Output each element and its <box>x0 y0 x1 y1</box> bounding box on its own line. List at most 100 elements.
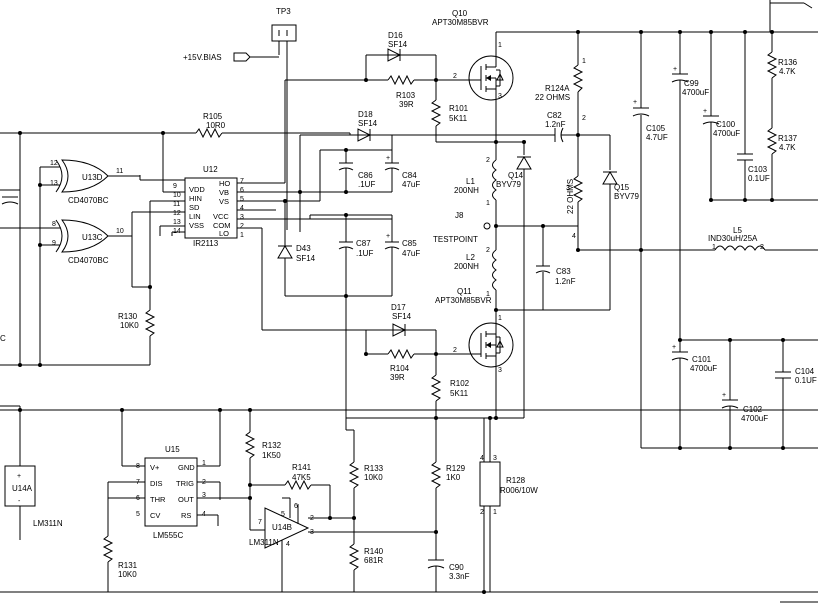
c100-label: C100 <box>716 120 736 129</box>
r101-value: 5K11 <box>449 114 468 123</box>
q14-value: BYV79 <box>496 180 521 189</box>
c100-plus: + <box>703 108 707 115</box>
q11-pin2: 2 <box>453 347 457 354</box>
c82-label: C82 <box>547 111 562 120</box>
c85-value: 47uF <box>402 249 420 258</box>
q11-label: Q11 <box>457 287 472 296</box>
r104-resistor <box>387 348 415 360</box>
r124a-value: 22 OHMS <box>535 93 570 102</box>
svg-text:COM: COM <box>213 221 231 230</box>
d43-value: SF14 <box>296 254 316 263</box>
cd4070-2-label: CD4070BC <box>68 256 109 265</box>
q10-pin3: 3 <box>498 93 502 100</box>
c104-value: 0.1UF <box>795 376 817 385</box>
c85-plus: + <box>386 233 390 240</box>
svg-text:5: 5 <box>136 511 140 518</box>
svg-text:11: 11 <box>173 201 180 208</box>
c103-value: 0.1UF <box>748 174 770 183</box>
c86-value: .1UF <box>358 180 375 189</box>
r128-pin1: 1 <box>493 509 497 516</box>
u13d-pin11: 11 <box>116 168 123 175</box>
r141-resistor <box>284 479 312 491</box>
c104-label: C104 <box>795 367 815 376</box>
d17-label: D17 <box>391 303 406 312</box>
c102-label: C102 <box>743 405 763 414</box>
u13c-pin10: 10 <box>116 228 124 235</box>
c105-plus: + <box>633 99 637 106</box>
l5-pin2: 2 <box>760 244 764 251</box>
r140-label: R140 <box>364 547 384 556</box>
svg-text:THR: THR <box>150 495 166 504</box>
c103-capacitor <box>737 153 753 161</box>
c83-capacitor <box>535 265 551 274</box>
r22-value: 22 OHMS <box>566 179 575 214</box>
left-partial-capacitor <box>0 189 20 205</box>
c99-label: C99 <box>684 79 699 88</box>
q10-pin1: 1 <box>498 42 502 49</box>
d16-diode <box>387 48 402 62</box>
svg-text:12: 12 <box>173 210 181 217</box>
c86-label: C86 <box>358 171 373 180</box>
j8-label: J8 <box>455 211 464 220</box>
testpoint-label: TESTPOINT <box>433 235 478 244</box>
r103-resistor <box>387 74 415 86</box>
r141-label: R141 <box>292 463 312 472</box>
u14b-label: U14B <box>272 523 292 532</box>
u13c-pin9: 9 <box>52 240 56 247</box>
svg-text:VS: VS <box>219 197 229 206</box>
u14b-pin5: 5 <box>281 511 285 518</box>
c82-value: 1.2nF <box>545 120 566 129</box>
u12-part: IR2113 <box>193 239 219 248</box>
r133-label: R133 <box>364 464 384 473</box>
r102-label: R102 <box>450 379 470 388</box>
u14b-pin4: 4 <box>286 541 290 548</box>
svg-text:TRIG: TRIG <box>176 479 194 488</box>
r136-value: 4.7K <box>779 67 796 76</box>
l2-pin1: 1 <box>486 291 490 298</box>
q15-label: Q15 <box>614 183 630 192</box>
r22-resistor <box>572 175 584 203</box>
d43-label: D43 <box>296 244 311 253</box>
r101-resistor <box>430 99 442 127</box>
r128-pin3: 3 <box>493 455 497 462</box>
r129-value: 1K0 <box>446 473 461 482</box>
svg-text:V+: V+ <box>150 463 160 472</box>
svg-text:VCC: VCC <box>213 212 229 221</box>
u14b-comparator <box>264 498 310 549</box>
c90-label: C90 <box>449 563 464 572</box>
d18-label: D18 <box>358 110 373 119</box>
l2-pin2: 2 <box>486 247 490 254</box>
q10-pin2: 2 <box>453 73 457 80</box>
svg-text:9: 9 <box>173 183 177 190</box>
l5-value: IND30uH/25A <box>708 234 758 243</box>
r102-resistor <box>430 374 442 402</box>
u12-chip <box>184 177 238 239</box>
u14a-part: LM311N <box>33 519 63 528</box>
u13c-label: U13C <box>82 233 103 242</box>
r140-value: 681R <box>364 556 383 565</box>
u12-right-pins: HO VB VS VCC COM LO 7 6 5 4 3 2 1 <box>213 178 244 239</box>
svg-text:2: 2 <box>240 223 244 230</box>
svg-text:6: 6 <box>240 187 244 194</box>
q14-diode <box>516 156 532 170</box>
r22-pin3: 3 <box>566 185 570 192</box>
c103-label: C103 <box>748 165 768 174</box>
r137-label: R137 <box>778 134 798 143</box>
r137-resistor <box>766 127 778 155</box>
u14b-pin7: 7 <box>258 519 262 526</box>
d43-diode <box>277 245 293 259</box>
u13d-label: U13D <box>82 173 103 182</box>
l2-label: L2 <box>466 253 475 262</box>
c85-label: C85 <box>402 239 417 248</box>
left-partial-c-label: C <box>0 334 6 343</box>
c102-plus: + <box>722 392 726 399</box>
d17-value: SF14 <box>392 312 412 321</box>
svg-text:OUT: OUT <box>178 495 194 504</box>
d17-diode <box>392 323 407 337</box>
q11-value: APT30M85BVR <box>435 296 492 305</box>
r124a-pin1: 1 <box>582 58 586 65</box>
svg-text:4: 4 <box>240 205 244 212</box>
u14a-plus: + <box>17 473 21 480</box>
